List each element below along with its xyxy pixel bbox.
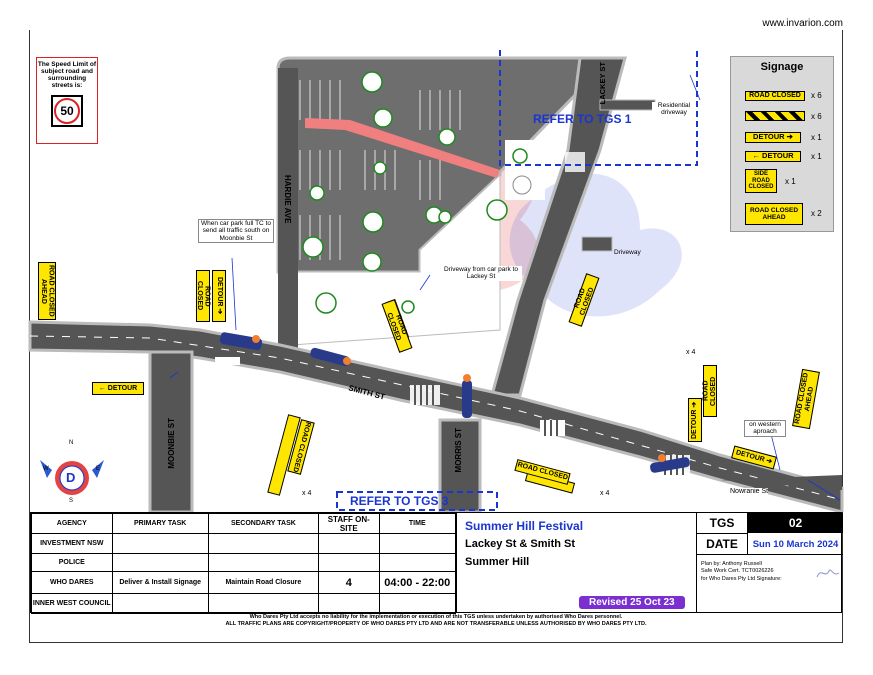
site-url[interactable]: www.invarion.com	[762, 18, 843, 29]
sign-road-closed-6: ROAD CLOSED	[702, 365, 717, 417]
th-secondary: SECONDARY TASK	[207, 513, 319, 534]
title-block: AGENCY PRIMARY TASK SECONDARY TASK STAFF…	[30, 512, 843, 614]
tgs-value: 02	[748, 513, 843, 533]
revised-badge: Revised 25 Oct 23	[579, 596, 685, 609]
row2-staff	[317, 553, 380, 572]
legend-count-barrier: x 6	[811, 112, 822, 121]
legend-barrier	[745, 111, 805, 121]
row2-time	[378, 553, 457, 572]
tgs-label: TGS	[697, 513, 748, 534]
row3-primary: Deliver & Install Signage	[111, 571, 209, 594]
th-primary: PRIMARY TASK	[111, 513, 209, 534]
row4-secondary	[207, 593, 319, 614]
count-x4-a: x 4	[686, 349, 696, 356]
row3-time: 04:00 - 22:00	[378, 571, 457, 594]
note-carpark-driveway: Driveway from car park to Lackey St	[440, 266, 522, 281]
legend-detour-right: DETOUR ➔	[745, 132, 801, 143]
compass-w: W	[43, 466, 49, 472]
event-location-2: Summer Hill	[465, 556, 530, 568]
legend-count-detour-right: x 1	[811, 133, 822, 142]
th-staff: STAFF ON-SITE	[317, 513, 380, 534]
row1-primary	[111, 533, 209, 554]
disclaimer-2: ALL TRAFFIC PLANS ARE COPYRIGHT/PROPERTY…	[225, 621, 647, 627]
refer-tgs3[interactable]: REFER TO TGS 3	[350, 494, 449, 508]
morris-st-road	[438, 418, 482, 512]
row4-primary	[111, 593, 209, 614]
row3-secondary: Maintain Road Closure	[207, 571, 319, 594]
note-residential-driveway: Residential driveway	[652, 102, 696, 117]
traffic-map	[28, 50, 844, 512]
label-morris-st: MORRIS ST	[454, 428, 463, 473]
smith-st-road	[28, 320, 844, 512]
date-value: Sun 10 March 2024	[748, 534, 843, 555]
row1-staff	[317, 533, 380, 554]
tgs-panel: TGS 02 DATE Sun 10 March 2024 Plan by: A…	[696, 513, 843, 613]
sign-detour-left: ← DETOUR	[92, 382, 144, 395]
legend-road-closed-ahead: ROAD CLOSED AHEAD	[745, 203, 803, 225]
speed-limit-caption: The Speed Limit of subject road and surr…	[37, 61, 97, 90]
row3-staff: 4	[317, 571, 380, 594]
signage-legend: Signage ROAD CLOSED x 6 x 6 DETOUR ➔ x 1…	[730, 56, 834, 232]
legend-count-side-road: x 1	[785, 177, 796, 186]
sign-road-closed-1: ROAD CLOSED	[196, 270, 211, 322]
plan-by-block: Plan by: Anthony Russell Safe Work Cert.…	[701, 561, 782, 583]
legend-count-road-closed: x 6	[811, 91, 822, 100]
label-lackey-st: LACKEY ST	[598, 62, 607, 105]
event-location-1: Lackey St & Smith St	[465, 538, 576, 550]
plan-by-line3: for Who Dares Pty Ltd Signature:	[701, 575, 782, 582]
legend-side-road-closed: SIDE ROAD CLOSED	[745, 169, 777, 193]
row2-agency: POLICE	[31, 553, 113, 572]
label-hardie-ave: HARDIE AVE	[283, 175, 292, 224]
sign-detour-down: DETOUR ➔	[212, 270, 226, 322]
compass-logo	[40, 460, 104, 495]
legend-count-detour-left: x 1	[811, 152, 822, 161]
plan-by-line2: Safe Work Cert. TCT0026226	[701, 568, 774, 575]
speed-limit-value: 50	[54, 97, 80, 124]
plan-by-line1: Plan by: Anthony Russell	[701, 561, 762, 567]
th-time: TIME	[378, 513, 457, 534]
legend-road-closed: ROAD CLOSED	[745, 91, 805, 101]
date-label: DATE	[697, 534, 748, 555]
note-carpark-full: When car park full TC to send all traffi…	[198, 219, 274, 244]
legend-count-road-closed-ahead: x 2	[811, 209, 822, 218]
row2-secondary	[207, 553, 319, 572]
note-driveway: Driveway	[614, 249, 641, 256]
legend-title: Signage	[760, 61, 804, 73]
event-name: Summer Hill Festival	[465, 519, 584, 533]
hardie-ave-road	[278, 68, 298, 348]
row3-agency: WHO DARES	[31, 571, 113, 594]
compass-s: S	[69, 498, 74, 504]
label-moonbie-st: MOONBIE ST	[167, 418, 176, 469]
event-panel: Summer Hill Festival Lackey St & Smith S…	[456, 513, 697, 613]
th-agency: AGENCY	[31, 513, 113, 534]
signature-icon	[816, 569, 840, 578]
sign-detour-up: DETOUR ➔	[688, 398, 702, 442]
lackey-st-road	[490, 56, 627, 397]
traffic-controllers	[219, 332, 690, 473]
note-western-approach: on western aproach	[744, 420, 786, 437]
count-x4-b: x 4	[302, 490, 312, 497]
row4-staff	[317, 593, 380, 614]
who-dares-logo-mark: D	[66, 470, 76, 485]
row4-agency: INNER WEST COUNCIL	[31, 593, 113, 614]
row2-primary	[111, 553, 209, 572]
row1-agency: INVESTMENT NSW	[31, 533, 113, 554]
moonbie-st-road	[148, 350, 194, 512]
compass-e: E	[96, 466, 101, 472]
row1-time	[378, 533, 457, 554]
row1-secondary	[207, 533, 319, 554]
legend-detour-left: ← DETOUR	[745, 151, 801, 162]
compass-n: N	[69, 440, 74, 446]
disclaimer-1: Who Dares Pty Ltd accepts no liability f…	[249, 614, 623, 620]
sign-road-closed-ahead-west: ROAD CLOSED AHEAD	[38, 262, 56, 320]
speed-limit-panel: The Speed Limit of subject road and surr…	[36, 57, 98, 144]
label-nowranie-st: Nowranie St	[730, 488, 769, 497]
refer-tgs1[interactable]: REFER TO TGS 1	[533, 112, 632, 126]
count-x4-c: x 4	[600, 490, 610, 497]
row4-time	[378, 593, 457, 614]
